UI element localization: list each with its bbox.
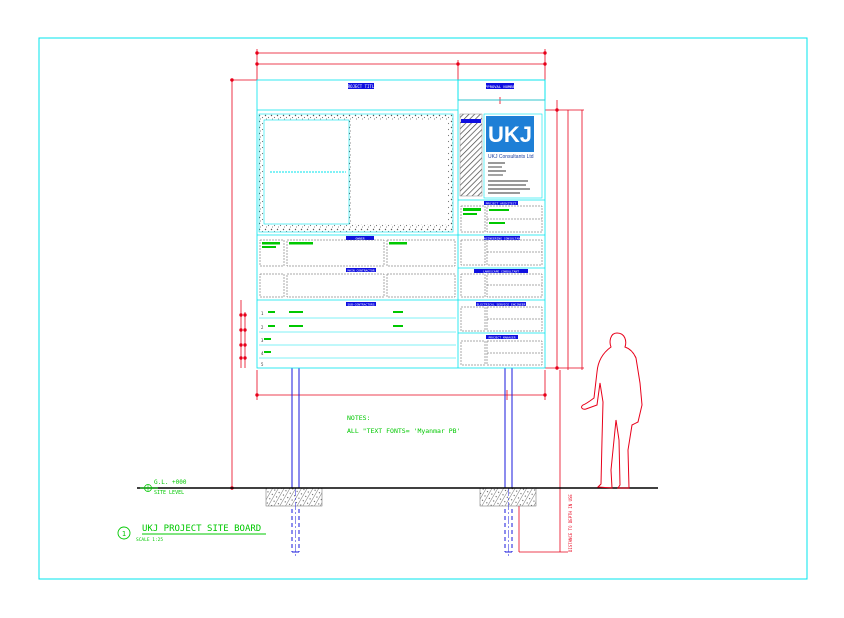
strip-label-bar (461, 119, 481, 123)
right-panels (460, 205, 543, 366)
bottom-row-numbers: 1 2 3 4 5 (261, 311, 264, 367)
middle-panels (259, 239, 456, 298)
right-heading-1: PROJECT ARCHITECT (486, 201, 517, 205)
row-number: 4 (261, 351, 264, 356)
sheet-frame (38, 37, 808, 580)
row-number: 3 (261, 338, 264, 343)
header-left-bar (348, 83, 374, 89)
header-right-bar (486, 83, 514, 89)
footing-right (479, 487, 537, 507)
drawing-scale: SCALE 1:25 (136, 537, 163, 543)
site-board (256, 79, 546, 369)
middle-panel-tags (262, 242, 407, 248)
bottom-row-tags (264, 311, 403, 353)
middle-heading: OWNER (355, 236, 364, 240)
human-figure-icon (581, 332, 643, 489)
title-number: 1 (122, 530, 126, 538)
bottom-table-lines (259, 317, 456, 359)
row-number: 2 (261, 325, 264, 330)
side-vertical-label: DISTANCE TO DEPTH IN USE (568, 494, 573, 552)
notes-heading: NOTES: (347, 414, 370, 422)
notes-line: ALL "TEXT FONTS= 'Myanmar PB' (347, 427, 461, 435)
row-number: 1 (261, 311, 264, 316)
bottom-heading-bar (346, 302, 376, 306)
lower-heading: MAIN CONTRACTOR (347, 268, 374, 272)
bottom-heading: SUB-CONTRACTORS (347, 302, 374, 306)
level-marker (140, 484, 158, 492)
header-right-label: APPROVAL NUMBER (483, 84, 518, 89)
row-number: 5 (261, 362, 264, 367)
right-heading-4-bar (476, 302, 526, 306)
lower-heading-bar (346, 268, 376, 272)
right-heading-5: PROJECT MANAGER (488, 335, 515, 339)
company-name: UKJ Consultants Ltd (488, 154, 534, 160)
right-heading-3: LANDSCAPE CONSULTANT (483, 269, 519, 273)
right-heading-1-bar (484, 201, 518, 205)
right-heading-3-bar (474, 269, 528, 273)
logo-text: UKJ (488, 122, 532, 147)
right-heading-2-bar (484, 236, 520, 240)
footing-left (265, 487, 323, 507)
right-heading-2: ENGINEERING CONSULTANT (482, 236, 522, 240)
ground-level-label: G.L. +000 (154, 479, 187, 486)
hatched-strip (459, 113, 483, 197)
dimension-lines (230, 49, 584, 553)
title-number-circle (117, 526, 131, 540)
company-details (488, 162, 530, 194)
ground-level-sublabel: SITE LEVEL (154, 490, 184, 496)
drawing-title: UKJ PROJECT SITE BOARD (142, 524, 261, 534)
board-posts (291, 368, 513, 553)
logo-mark (486, 116, 534, 152)
middle-heading-bar (346, 236, 374, 240)
header-left-label: PROJECT TITLE (345, 84, 377, 89)
right-heading-5-bar (486, 335, 518, 339)
site-image-inner-right (351, 120, 448, 224)
right-heading-4: ELECTRICAL SERVICE ENGINEER (477, 302, 526, 306)
right-panel-tags (463, 208, 509, 224)
